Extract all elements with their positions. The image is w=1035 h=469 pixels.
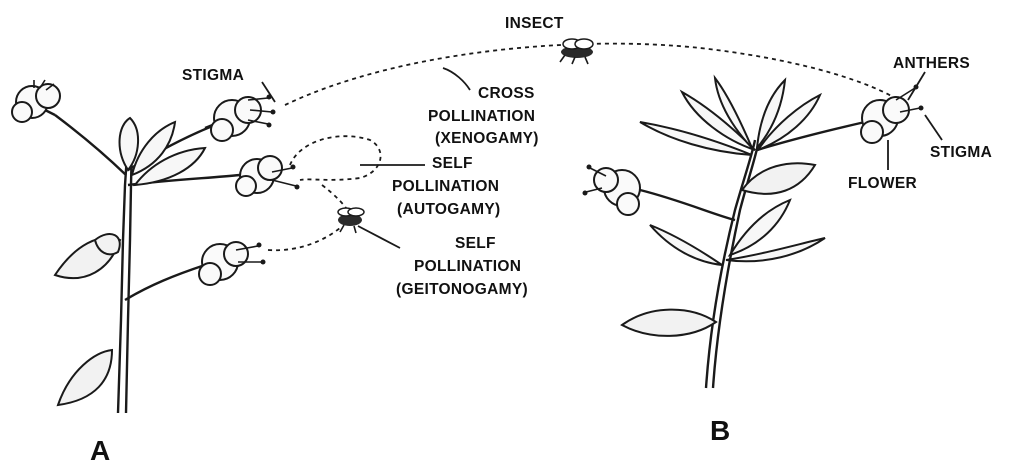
- plant-a-flower-left: [12, 80, 60, 122]
- plant-b-branch-left: [640, 190, 735, 220]
- label-cross-2: POLLINATION: [428, 108, 535, 125]
- label-stigma-b: STIGMA: [930, 144, 992, 161]
- label-geitonogamy-3: (GEITONOGAMY): [396, 281, 528, 298]
- insect-icon: [560, 39, 593, 64]
- plant-b-leaf-8: [650, 225, 722, 265]
- label-autogamy-2: POLLINATION: [392, 178, 499, 195]
- plant-a-lower-branch: [125, 265, 205, 300]
- insect-geitonogamy-icon: [338, 208, 364, 233]
- label-autogamy-3: (AUTOGAMY): [397, 201, 500, 218]
- plant-a-left-branch: [55, 115, 126, 175]
- plant-a-leaf-low: [58, 350, 112, 405]
- plant-b: [583, 78, 924, 388]
- label-anthers: ANTHERS: [893, 55, 970, 72]
- plant-a-flower-geitonogamy: [199, 242, 266, 285]
- label-plant-b: B: [710, 415, 730, 446]
- plant-b-leaf-broad-2: [622, 310, 716, 336]
- cross-leader: [443, 68, 470, 90]
- label-autogamy-1: SELF: [432, 155, 473, 172]
- plant-b-flower-left: [583, 165, 641, 216]
- stigma-b-leader: [925, 115, 942, 140]
- geitonogamy-path: [268, 185, 350, 250]
- geitonogamy-leader: [358, 226, 400, 248]
- label-geitonogamy-1: SELF: [455, 235, 496, 252]
- plant-a: [12, 80, 300, 413]
- anthers-leader: [908, 72, 925, 100]
- label-flower: FLOWER: [848, 175, 917, 192]
- plant-b-flower: [861, 85, 924, 144]
- autogamy-loop-path: [290, 136, 381, 180]
- plant-a-flower-stigma: [205, 95, 276, 142]
- label-cross-1: CROSS: [478, 85, 535, 102]
- plant-b-leaf-6: [730, 200, 790, 255]
- label-plant-a: A: [90, 435, 110, 464]
- label-stigma-a: STIGMA: [182, 67, 244, 84]
- plant-a-stem-edge: [126, 140, 132, 413]
- plant-a-flower-autogamy: [236, 156, 300, 196]
- label-geitonogamy-2: POLLINATION: [414, 258, 521, 275]
- label-insect: INSECT: [505, 15, 564, 32]
- label-cross-3: (XENOGAMY): [435, 130, 539, 147]
